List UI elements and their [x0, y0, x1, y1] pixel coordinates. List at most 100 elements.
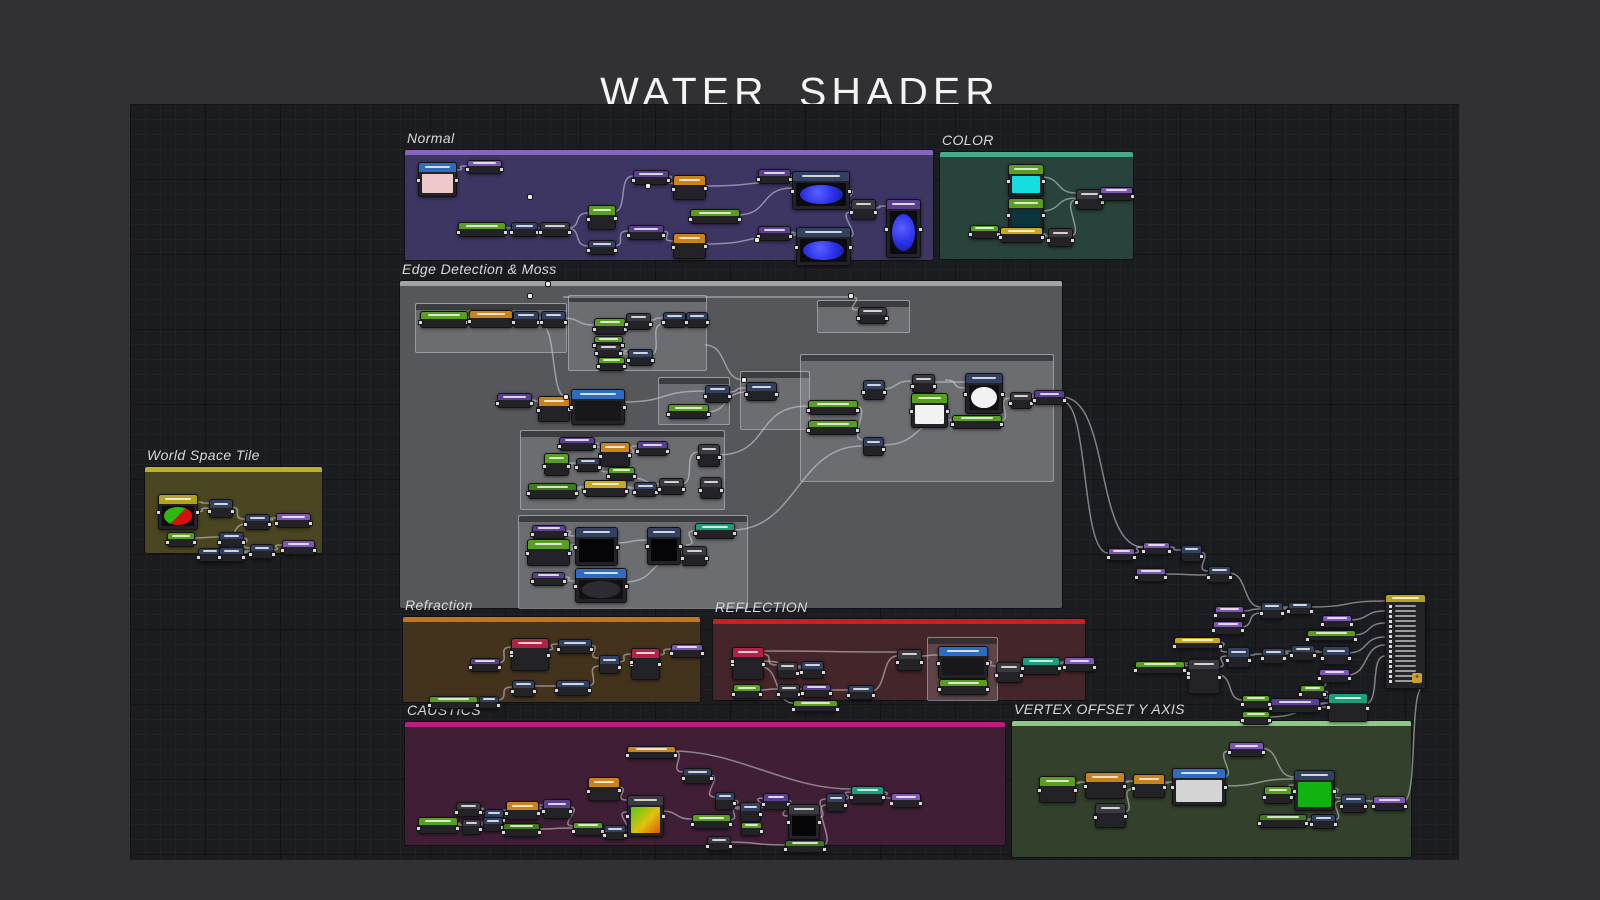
shader-node[interactable] — [792, 700, 839, 712]
input-port[interactable] — [1063, 666, 1066, 669]
shader-node[interactable] — [557, 639, 593, 654]
output-port[interactable] — [933, 385, 936, 388]
shader-node[interactable] — [706, 836, 732, 851]
shader-node[interactable] — [558, 437, 596, 451]
output-port[interactable] — [885, 317, 888, 320]
node-subgroup[interactable] — [817, 300, 910, 333]
input-port[interactable] — [607, 475, 610, 478]
input-port[interactable] — [510, 651, 513, 654]
output-port[interactable] — [674, 754, 677, 757]
input-port[interactable] — [1226, 659, 1229, 662]
input-port[interactable] — [694, 532, 697, 535]
input-port[interactable] — [512, 321, 515, 324]
output-port[interactable] — [1262, 751, 1265, 754]
shader-node[interactable] — [281, 540, 316, 555]
output-port[interactable] — [598, 466, 601, 469]
input-port[interactable] — [1372, 805, 1375, 808]
shader-node[interactable] — [1310, 814, 1337, 829]
input-port[interactable] — [697, 456, 700, 459]
shader-node[interactable] — [1207, 566, 1232, 583]
shader-node[interactable] — [1228, 742, 1265, 757]
input-port[interactable] — [689, 218, 692, 221]
shader-node[interactable] — [658, 478, 685, 495]
input-port[interactable] — [587, 249, 590, 252]
output-port[interactable] — [1366, 707, 1369, 710]
input-port[interactable] — [731, 660, 734, 663]
shader-node[interactable] — [505, 801, 540, 820]
output-port[interactable] — [242, 541, 245, 544]
output-port[interactable] — [1268, 703, 1271, 706]
shader-node[interactable] — [572, 822, 604, 836]
input-port[interactable] — [419, 321, 422, 324]
shader-node[interactable] — [697, 444, 721, 467]
shader-node[interactable] — [1321, 615, 1353, 628]
shader-node[interactable] — [791, 171, 851, 210]
output-port[interactable] — [568, 552, 571, 555]
shader-node[interactable] — [1135, 568, 1167, 582]
input-port[interactable] — [1321, 657, 1324, 660]
input-port[interactable] — [542, 810, 545, 813]
shader-node[interactable] — [1258, 814, 1308, 828]
input-port[interactable] — [597, 365, 600, 368]
output-port[interactable] — [479, 811, 482, 814]
input-port[interactable] — [672, 246, 675, 249]
input-port[interactable] — [662, 321, 665, 324]
output-port[interactable] — [728, 395, 731, 398]
shader-node[interactable] — [1173, 637, 1222, 649]
output-port[interactable] — [564, 533, 567, 536]
output-port[interactable] — [1063, 399, 1066, 402]
shader-node[interactable] — [627, 349, 654, 366]
output-port[interactable] — [682, 488, 685, 491]
input-port[interactable] — [157, 511, 160, 514]
output-port[interactable] — [822, 671, 825, 674]
input-port[interactable] — [1287, 610, 1290, 613]
input-port[interactable] — [1038, 789, 1041, 792]
input-port[interactable] — [636, 450, 639, 453]
input-port[interactable] — [574, 546, 577, 549]
shader-node[interactable] — [795, 227, 852, 266]
input-port[interactable] — [691, 823, 694, 826]
master-input-port[interactable] — [1389, 630, 1392, 633]
input-port[interactable] — [558, 445, 561, 448]
reroute-dot[interactable] — [646, 184, 650, 188]
shader-node[interactable] — [850, 199, 877, 220]
group-header-bar-normal[interactable] — [405, 150, 933, 155]
master-input-port[interactable] — [1389, 640, 1392, 643]
master-input-port[interactable] — [1389, 675, 1392, 678]
output-port[interactable] — [1133, 556, 1136, 559]
output-port[interactable] — [1281, 612, 1284, 615]
input-port[interactable] — [531, 533, 534, 536]
reroute-dot[interactable] — [546, 282, 550, 286]
input-port[interactable] — [1261, 657, 1264, 660]
shader-node[interactable] — [938, 679, 989, 695]
input-port[interactable] — [281, 549, 284, 552]
shader-node[interactable] — [670, 644, 704, 658]
input-port[interactable] — [857, 317, 860, 320]
input-port[interactable] — [1084, 785, 1087, 788]
master-input-port[interactable] — [1389, 645, 1392, 648]
input-port[interactable] — [1293, 790, 1296, 793]
reroute-dot[interactable] — [849, 294, 853, 298]
shader-node[interactable] — [1009, 392, 1033, 409]
input-port[interactable] — [502, 831, 505, 834]
input-port[interactable] — [964, 393, 967, 396]
output-port[interactable] — [733, 802, 736, 805]
shader-node[interactable] — [951, 415, 1003, 429]
shader-node[interactable] — [249, 544, 275, 559]
output-port[interactable] — [628, 454, 631, 457]
output-port[interactable] — [623, 365, 626, 368]
shader-node[interactable] — [483, 817, 504, 832]
output-port[interactable] — [456, 827, 459, 830]
input-port[interactable] — [1327, 706, 1330, 709]
output-port[interactable] — [567, 465, 570, 468]
input-port[interactable] — [505, 812, 508, 815]
input-port[interactable] — [510, 231, 513, 234]
output-port[interactable] — [1305, 822, 1308, 825]
input-port[interactable] — [646, 545, 649, 548]
input-port[interactable] — [847, 694, 850, 697]
shader-node[interactable] — [633, 482, 658, 497]
shader-node[interactable] — [694, 523, 736, 539]
input-port[interactable] — [937, 662, 940, 665]
input-port[interactable] — [593, 328, 596, 331]
